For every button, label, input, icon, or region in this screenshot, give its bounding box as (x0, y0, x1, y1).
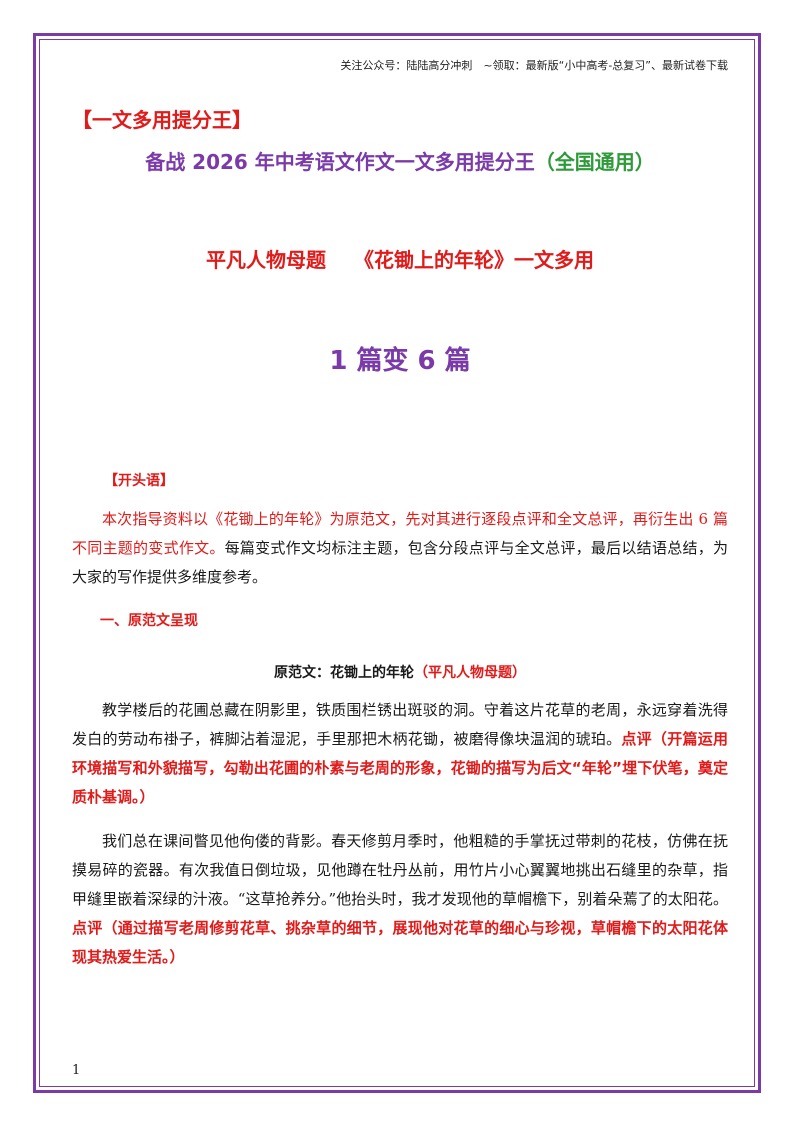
paragraph-text: 教学楼后的花圃总藏在阴影里，铁质围栏锈出斑驳的洞。守着这片花草的老周，永远穿着洗… (72, 701, 728, 748)
main-title: 备战 2026 年中考语文作文一文多用提分王（全国通用） (0, 146, 800, 175)
essay-title-text: 原范文：花锄上的年轮 (274, 665, 414, 681)
main-title-text: 备战 2026 年中考语文作文一文多用提分王 (145, 150, 535, 174)
paragraph-comment: 点评（开篇运用环境描写和外貌描写，勾勒出花圃的朴素与老周的形象，花锄的描写为后文… (72, 730, 728, 806)
tag-title: 【一文多用提分王】 (72, 108, 252, 132)
page-number: 1 (72, 1063, 81, 1078)
essay-paragraph: 教学楼后的花圃总藏在阴影里，铁质围栏锈出斑驳的洞。守着这片花草的老周，永远穿着洗… (72, 696, 728, 812)
essay-paragraph: 我们总在课间瞥见他佝偻的背影。春天修剪月季时，他粗糙的手掌抚过带刺的花枝，仿佛在… (72, 827, 728, 972)
page-header: 关注公众号：陆陆高分冲刺 ~领取：最新版“小中高考-总复习”、最新试卷下载 (340, 59, 728, 72)
intro-red-text: 本次指导资料以《花锄上的年轮》为原范文，先对其进行逐段点评和全文总评，再衍生出 … (72, 510, 728, 557)
big-title: 1 篇变 6 篇 (329, 346, 471, 376)
intro-body-text: 每篇变式作文均标注主题，包含分段点评与全文总评，最后以结语总结，为大家的写作提供… (72, 539, 728, 586)
page-border-outer (33, 33, 761, 1093)
intro-paragraph: 本次指导资料以《花锄上的年轮》为原范文，先对其进行逐段点评和全文总评，再衍生出 … (72, 505, 728, 592)
paragraph-text: 我们总在课间瞥见他佝偻的背影。春天修剪月季时，他粗糙的手掌抚过带刺的花枝，仿佛在… (72, 832, 728, 908)
subtitle: 平凡人物母题 《花锄上的年轮》一文多用 (0, 244, 800, 273)
page-border-inner (39, 39, 755, 1087)
essay-theme: （平凡人物母题） (414, 665, 526, 681)
essay-title: 原范文：花锄上的年轮（平凡人物母题） (0, 662, 800, 682)
subtitle-essay: 《花锄上的年轮》一文多用 (354, 248, 594, 272)
intro-heading: 【开头语】 (104, 473, 174, 489)
section-heading: 一、原范文呈现 (100, 613, 198, 629)
paragraph-comment: 点评（通过描写老周修剪花草、挑杂草的细节，展现他对花草的细心与珍视，草帽檐下的太… (72, 919, 728, 966)
main-title-scope: （全国通用） (534, 150, 655, 174)
subtitle-theme: 平凡人物母题 (206, 248, 326, 272)
